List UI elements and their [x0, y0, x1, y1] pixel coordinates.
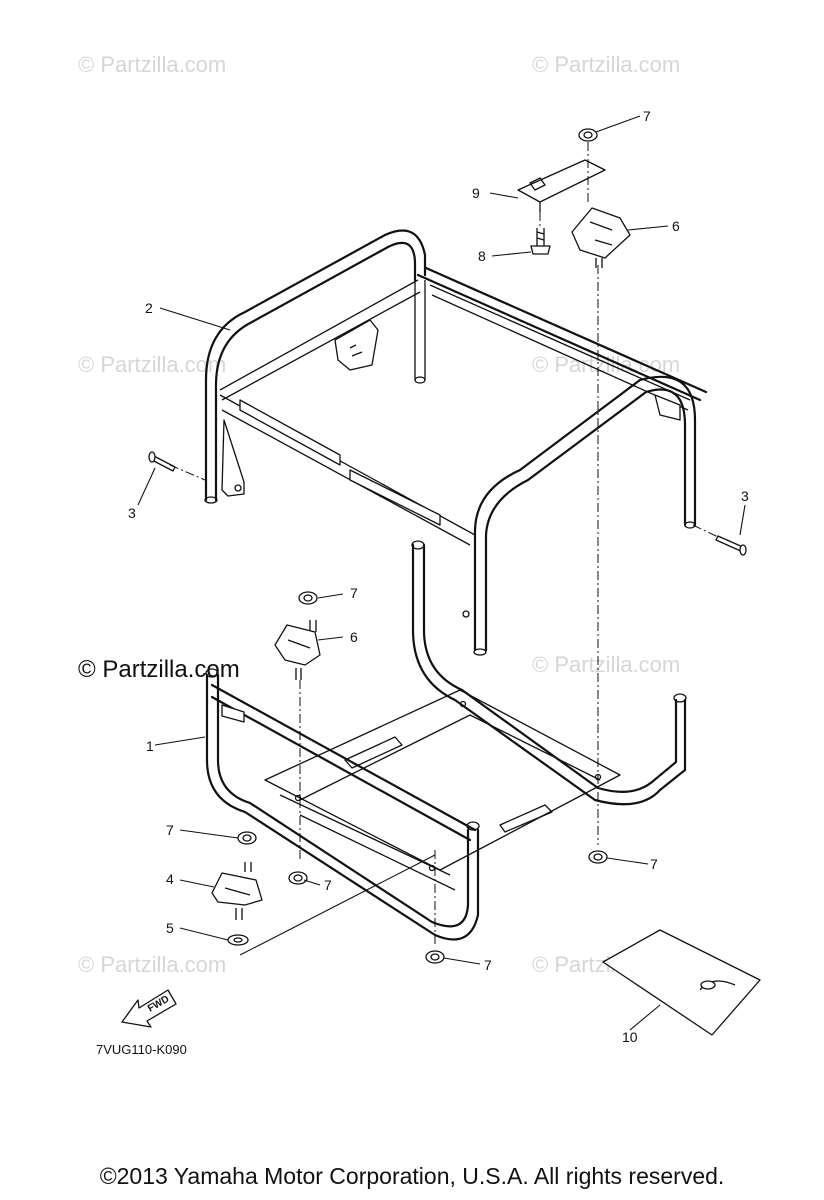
watermark-text: © Partzilla.com	[78, 52, 226, 77]
callout-10: 10	[622, 1029, 638, 1045]
callout-6-top: 6	[672, 218, 680, 234]
callout-7-top: 7	[643, 108, 651, 124]
mat-10	[602, 929, 761, 1036]
upper-frame	[204, 229, 708, 656]
callout-7-lower-left: 7	[324, 877, 332, 893]
callout-7-lower-middle: 7	[484, 957, 492, 973]
callout-8: 8	[478, 248, 486, 264]
callout-6-middle: 6	[350, 629, 358, 645]
callout-4: 4	[166, 871, 174, 887]
watermark-text: © Partzilla.com	[78, 952, 226, 977]
callout-3-right: 3	[741, 488, 749, 504]
callout-7-lower-right: 7	[650, 856, 658, 872]
callout-7-left: 7	[166, 822, 174, 838]
nut-lower-right	[588, 850, 608, 864]
watermark-text: © Partzilla.com	[532, 652, 680, 677]
diagram-code: 7VUG110-K090	[96, 1042, 187, 1057]
nut-lower-middle	[425, 950, 445, 964]
callout-5: 5	[166, 920, 174, 936]
rubber-mount-middle	[274, 591, 321, 680]
callout-9: 9	[472, 185, 480, 201]
watermark-text: © Partzilla.com	[532, 52, 680, 77]
watermark-text: © Partzilla.com	[78, 352, 226, 377]
callout-2: 2	[145, 300, 153, 316]
assembly-lines	[169, 142, 719, 956]
nut-lower-left	[288, 871, 308, 885]
nut-top	[578, 128, 598, 142]
pin-left	[148, 451, 176, 472]
callout-3-left: 3	[128, 505, 136, 521]
callout-1: 1	[146, 738, 154, 754]
watermarks: © Partzilla.com © Partzilla.com © Partzi…	[78, 52, 680, 977]
callout-7-middle: 7	[350, 585, 358, 601]
leader-lines	[137, 115, 746, 1031]
copyright-text: ©2013 Yamaha Motor Corporation, U.S.A. A…	[99, 1163, 725, 1189]
rubber-mount-lower-left	[211, 831, 263, 946]
pin-right	[715, 535, 747, 556]
rubber-mount-upper	[571, 207, 631, 268]
callout-numbers: 2 3 3 1 7 6 7 9 8 6 7 4 5 7 7 7 10	[128, 108, 749, 1045]
lower-frame	[205, 540, 687, 941]
bracket-9	[517, 159, 606, 212]
bolt-8	[530, 228, 551, 255]
fwd-arrow-icon: FWD	[121, 989, 177, 1028]
